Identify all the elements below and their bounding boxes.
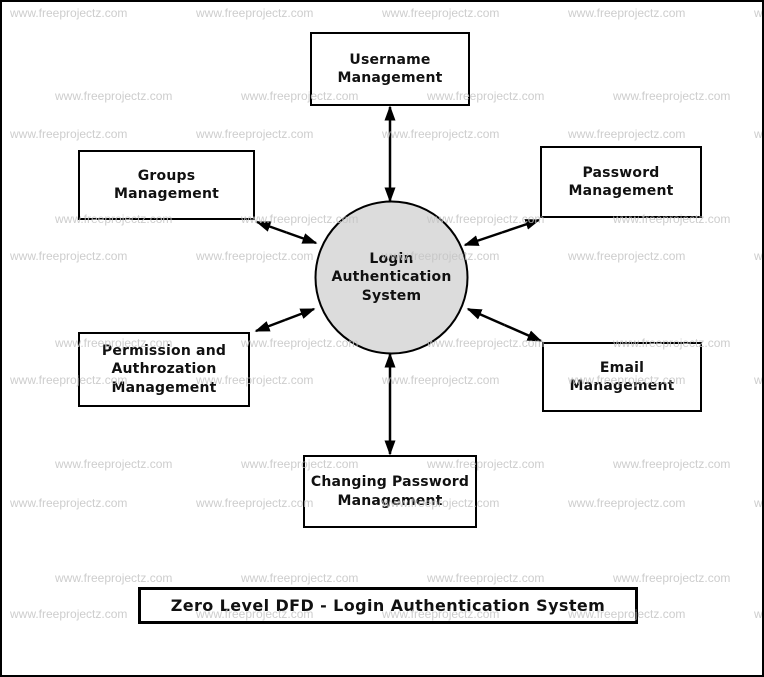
connector-groups <box>255 220 318 245</box>
entity-label-line: Management <box>113 186 220 202</box>
entity-label-line: Authrozation <box>111 361 217 378</box>
entity-label-line: Username <box>349 51 431 68</box>
process-label-line: Login <box>369 251 414 268</box>
entity-label-line: Groups <box>137 167 196 184</box>
entity-label-line: Management <box>337 70 443 86</box>
entity-label-line: Management <box>568 183 674 199</box>
entity-label-line: Management <box>337 492 443 509</box>
entity-label-line: Email <box>599 359 645 376</box>
process-label-line: Authentication <box>331 269 452 286</box>
entity-label-line: Management <box>111 379 217 396</box>
diagram-caption-text: Zero Level DFD - Login Authentication Sy… <box>170 596 606 615</box>
entity-password-management: Password Management <box>540 146 702 218</box>
entity-changing-password-management: Changing Password Management <box>303 455 477 528</box>
entity-label-line: Changing Password <box>310 474 470 491</box>
entity-label-line: Permission and <box>101 343 227 360</box>
entity-groups-management: Groups Management <box>78 150 255 220</box>
entity-username-management: Username Management <box>310 32 470 106</box>
entity-label-line: Management <box>569 378 675 394</box>
process-label: Login Authentication System <box>315 202 468 353</box>
connector-email <box>466 307 543 343</box>
diagram-caption: Zero Level DFD - Login Authentication Sy… <box>138 587 638 624</box>
process-label-line: System <box>361 287 422 304</box>
connectors <box>254 105 543 456</box>
entity-email-management: Email Management <box>542 342 702 412</box>
entity-permission-authrozation-management: Permission and Authrozation Management <box>78 332 250 407</box>
connector-permission <box>254 307 316 333</box>
entity-label-line: Password <box>582 164 660 181</box>
connector-password <box>463 218 541 247</box>
